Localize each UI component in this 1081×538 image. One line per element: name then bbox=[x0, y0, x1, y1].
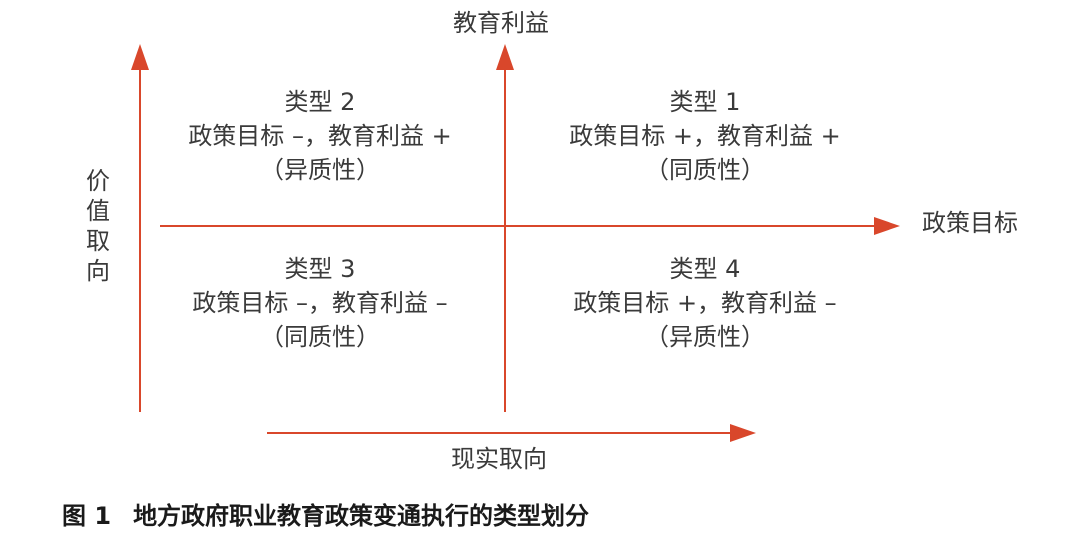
top-axis-label: 教育利益 bbox=[453, 9, 549, 37]
quadrant-title: 类型 4 bbox=[669, 255, 741, 283]
quadrant-note: （同质性） bbox=[645, 156, 765, 184]
quadrant-note: （异质性） bbox=[645, 323, 765, 351]
quadrant-type-3: 类型 3 政策目标 –，教育利益 – （同质性） bbox=[140, 252, 500, 354]
quadrant-type-2: 类型 2 政策目标 –，教育利益 + （异质性） bbox=[140, 85, 500, 187]
vertical-axis-arrowhead bbox=[496, 44, 514, 70]
quadrant-note: （同质性） bbox=[260, 323, 380, 351]
quadrant-type-4: 类型 4 政策目标 +，教育利益 – （异质性） bbox=[525, 252, 885, 354]
left-axis-arrowhead bbox=[131, 44, 149, 70]
bottom-axis-arrowhead bbox=[730, 424, 756, 442]
figure-caption-text: 地方政府职业教育政策变通执行的类型划分 bbox=[133, 502, 590, 530]
bottom-axis-label: 现实取向 bbox=[451, 445, 547, 473]
horizontal-axis-arrowhead bbox=[874, 217, 900, 235]
quadrant-formula: 政策目标 –，教育利益 – bbox=[192, 289, 448, 317]
quadrant-formula: 政策目标 +，教育利益 – bbox=[573, 289, 837, 317]
quadrant-note: （异质性） bbox=[260, 156, 380, 184]
quadrant-title: 类型 2 bbox=[284, 88, 356, 116]
quadrant-formula: 政策目标 +，教育利益 + bbox=[569, 122, 841, 150]
figure-caption: 图 1 地方政府职业教育政策变通执行的类型划分 bbox=[62, 496, 589, 531]
quadrant-type-1: 类型 1 政策目标 +，教育利益 + （同质性） bbox=[525, 85, 885, 187]
quadrant-formula: 政策目标 –，教育利益 + bbox=[188, 122, 452, 150]
quadrant-title: 类型 1 bbox=[669, 88, 741, 116]
left-axis-label: 价值取向 bbox=[86, 167, 110, 285]
quadrant-title: 类型 3 bbox=[284, 255, 356, 283]
figure-number: 图 1 bbox=[62, 502, 112, 530]
right-axis-label: 政策目标 bbox=[922, 209, 1018, 237]
